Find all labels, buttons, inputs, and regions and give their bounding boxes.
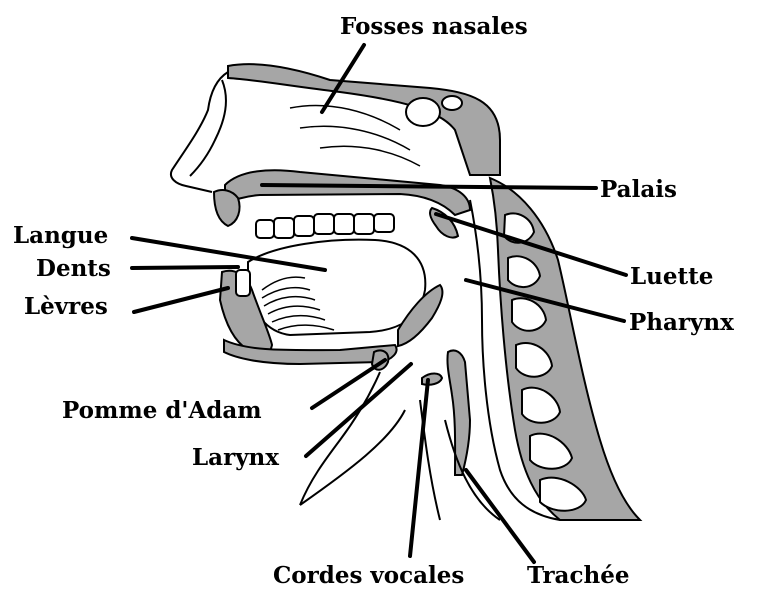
- leader-cordes-vocales: [410, 380, 428, 556]
- label-palais: Palais: [600, 176, 677, 203]
- nose-inner: [190, 80, 226, 176]
- leader-levres: [134, 288, 228, 312]
- label-larynx: Larynx: [192, 444, 279, 471]
- leader-trachee: [466, 470, 534, 562]
- label-luette: Luette: [630, 263, 713, 290]
- label-levres: Lèvres: [24, 293, 108, 320]
- lower-tooth: [236, 270, 250, 296]
- label-dents: Dents: [36, 255, 111, 282]
- leader-dents: [132, 267, 238, 268]
- nasal-conchae: [290, 105, 420, 166]
- label-fosses-nasales: Fosses nasales: [340, 13, 528, 40]
- label-pomme-adam: Pomme d'Adam: [62, 397, 262, 424]
- label-cordes-vocales: Cordes vocales: [273, 562, 464, 589]
- trachea-front-wall: [447, 350, 470, 475]
- label-pharynx: Pharynx: [629, 309, 734, 336]
- label-langue: Langue: [13, 222, 108, 249]
- larynx-cartilage: [422, 374, 442, 385]
- skull-band: [228, 64, 500, 175]
- upper-lip: [214, 190, 240, 226]
- sinus-cavity: [406, 98, 440, 126]
- sinus-cavity-small: [442, 96, 462, 110]
- label-trachee: Trachée: [527, 562, 629, 589]
- upper-teeth: [256, 214, 394, 238]
